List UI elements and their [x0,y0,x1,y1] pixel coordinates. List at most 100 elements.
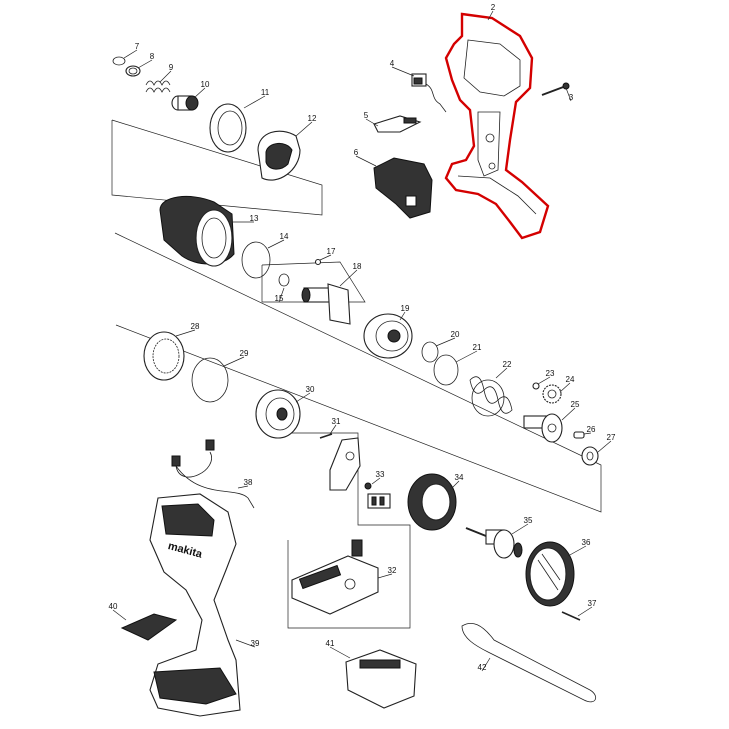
leader-line-27 [597,440,612,453]
part-terminal-41 [345,649,417,709]
leader-line-26 [583,432,592,435]
leader-line-23 [537,376,551,385]
leader-line-28 [175,329,196,337]
part-ball-17 [314,258,322,266]
leader-line-10 [193,87,206,99]
part-main-housing-39: makita [149,493,241,717]
part-nameplate-40 [120,613,178,641]
part-spring-22 [469,376,513,417]
part-screw-31 [319,433,333,439]
part-number-label-21: 21 [473,343,482,352]
part-number-label-14: 14 [280,232,289,241]
part-spring-9 [145,80,171,93]
group-outline-spindle [261,261,366,303]
part-number-label-37: 37 [588,599,597,608]
leader-line-31 [329,424,337,435]
leader-line-39 [235,639,256,648]
leader-line-7 [123,49,138,59]
part-number-label-12: 12 [308,114,317,123]
part-number-label-42: 42 [478,663,487,672]
leader-line-20 [435,337,456,347]
part-screw-37 [561,611,581,621]
part-number-label-41: 41 [326,639,335,648]
part-ring-holder-11 [209,103,247,153]
leader-line-9 [159,70,172,83]
part-plate [329,437,361,491]
leader-line-37 [577,606,593,617]
part-rotor-35 [465,527,523,559]
part-bumper-12 [257,130,301,181]
part-number-label-22: 22 [503,360,512,369]
part-strap-42 [461,623,597,703]
part-controller-32 [291,555,379,615]
part-pin-26 [573,431,585,439]
leader-line-8 [137,59,153,69]
leader-line-18 [339,269,358,287]
part-rear-cover-36 [525,541,575,607]
part-number-label-38: 38 [244,478,253,487]
leader-line-12 [295,121,313,137]
leader-line-3 [565,87,572,102]
part-circlip-7 [112,56,126,66]
part-number-label-11: 11 [261,88,270,97]
part-gear-ring-28 [143,331,185,381]
leader-line-40 [112,609,127,621]
part-front-cover-13 [159,196,235,267]
part-number-label-3: 3 [569,93,574,102]
part-number-label-35: 35 [524,516,533,525]
leader-line-30 [295,392,311,403]
part-spindle-25 [523,413,563,443]
leader-line-35 [511,523,529,535]
leader-line-11 [243,95,266,109]
part-number-label-34: 34 [455,473,464,482]
leader-line-22 [495,367,508,379]
group-outline-gear [114,232,602,513]
part-number-label-28: 28 [191,322,200,331]
part-number-label-5: 5 [364,111,369,120]
leader-line-5 [365,118,379,127]
part-number-label-32: 32 [388,566,397,575]
part-number-label-20: 20 [451,330,460,339]
part-stator-34 [407,473,457,531]
part-sleeve-10 [171,95,199,111]
part-washer-27 [581,446,599,466]
leader-line-24 [559,382,571,393]
part-number-label-33: 33 [376,470,385,479]
leader-line-38 [237,485,249,489]
part-harness-38 [171,439,255,509]
part-number-label-39: 39 [251,639,260,648]
part-ball-23 [532,382,540,390]
leader-line-6 [355,155,377,167]
part-number-label-2: 2 [491,3,496,12]
part-number-label-25: 25 [571,400,580,409]
group-outline-board [285,432,411,629]
part-housing-highlighted [444,12,550,240]
leader-line-33 [371,477,381,485]
part-washer-20 [421,341,439,363]
part-o-ring-14 [241,241,271,279]
leader-line-17 [319,254,332,261]
leader-line-25 [561,407,576,421]
leader-line-21 [455,350,478,363]
part-number-label-26: 26 [587,425,596,434]
part-number-label-18: 18 [353,262,362,271]
part-number-label-24: 24 [566,375,575,384]
leader-line-42 [481,657,491,672]
part-number-label-23: 23 [546,369,555,378]
part-number-label-29: 29 [240,349,249,358]
group-outline-front [111,119,323,216]
part-o-ring-29 [191,357,229,403]
part-small-ring-15 [278,273,290,287]
part-o-ring-21 [433,354,459,386]
part-hammer-case-19 [363,313,413,359]
part-anvil-18 [301,283,351,325]
part-number-label-27: 27 [607,433,616,442]
part-screw-3 [541,82,570,96]
part-number-label-9: 9 [169,63,174,72]
leader-line-41 [329,646,351,659]
part-ring-8 [125,65,141,77]
leader-line-32 [377,573,393,579]
part-number-label-8: 8 [150,52,155,61]
